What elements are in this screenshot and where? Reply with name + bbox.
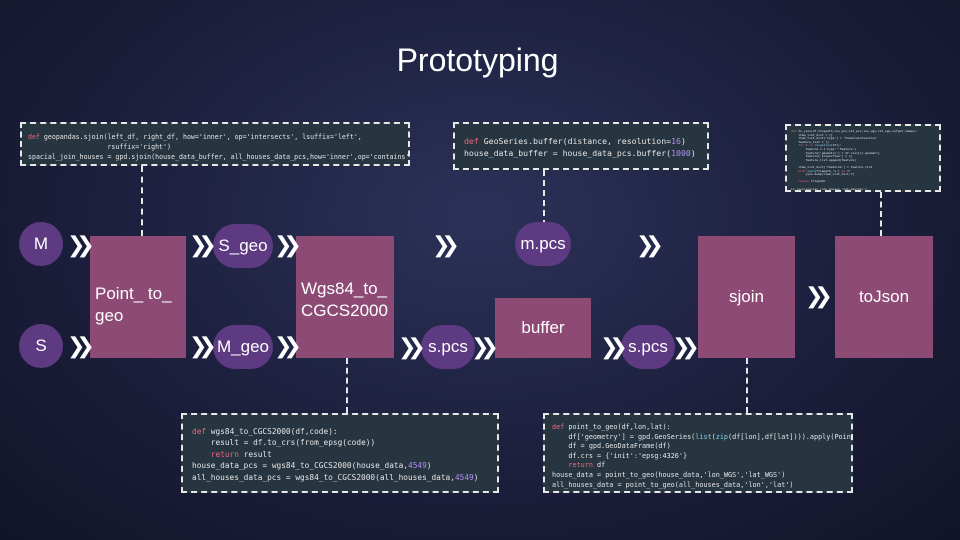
code-line: json.dump(item_list_dict,f) [805, 172, 855, 177]
arrow-icon: ❯❯ [672, 335, 700, 360]
code-line: feature_list = [] [798, 139, 829, 144]
arrow-icon: ❯❯ [471, 335, 499, 360]
code-line: return result [210, 449, 272, 459]
node-m: M [19, 222, 63, 266]
wgs84-label: Wgs84_to_ CGCS2000 [301, 279, 388, 320]
wgs84-code-connector [346, 358, 348, 413]
arrow-icon: ❯❯ [636, 233, 664, 258]
process-tojson: toJson [835, 236, 933, 358]
code-line: item_list_dict['features'] = feature_lis… [798, 164, 873, 169]
wgs84-code-snippet: def wgs84_to_CGCS2000(df,code): result =… [181, 413, 499, 493]
code-line: def to_json(df,filepath,lon_pcs,lat_pcs,… [791, 129, 918, 133]
process-point-to-geo: Point_ to_ geo [90, 236, 186, 358]
arrow-icon: ❯❯ [274, 334, 302, 359]
node-s: S [19, 324, 63, 368]
sjoin-code-snippet: def geopandas.sjoin(left_df, right_df, h… [20, 122, 410, 166]
code-line: to_json(spacial_join_houses,'out.geojson… [791, 186, 867, 191]
code-line: def wgs84_to_CGCS2000(df,code): [192, 427, 338, 436]
node-m-geo: M_geo [213, 325, 273, 369]
node-m-pcs: m.pcs [515, 222, 571, 266]
buffer-code-snippet: def GeoSeries.buffer(distance, resolutio… [453, 122, 709, 170]
code-line: df['geometry'] = gpd.GeoSeries(list(zip(… [568, 432, 853, 441]
node-s-pcs-2: s.pcs [621, 325, 675, 369]
buffer-code-connector [543, 170, 545, 226]
arrow-icon: ❯❯ [67, 233, 95, 258]
point-code-connector [746, 358, 748, 413]
tojson-code-connector [880, 192, 882, 236]
arrow-icon: ❯❯ [432, 233, 460, 258]
buffer-label: buffer [521, 318, 565, 337]
arrow-icon: ❯❯ [805, 284, 833, 309]
code-line: def GeoSeries.buffer(distance, resolutio… [464, 136, 686, 146]
code-line: def point_to_geo(df,lon,lat): [552, 423, 671, 431]
process-wgs84-to-cgcs2000: Wgs84_to_ CGCS2000 [296, 236, 394, 358]
arrow-icon: ❯❯ [398, 335, 426, 360]
code-line: all_houses_data_pcs = wgs84_to_CGCS2000(… [192, 472, 479, 482]
arrow-icon: ❯❯ [67, 334, 95, 359]
tojson-code-snippet: def to_json(df,filepath,lon_pcs,lat_pcs,… [785, 124, 941, 192]
arrow-icon: ❯❯ [189, 334, 217, 359]
code-line: feature['geometry'] = df.iloc[i].geometr… [805, 150, 880, 155]
code-line: house_data_buffer = house_data_pcs.buffe… [464, 148, 696, 158]
sjoin-label: sjoin [729, 287, 764, 306]
code-line: spacial_join_houses = gpd.sjoin(house_da… [28, 153, 410, 161]
node-s-pcs-1: s.pcs [421, 325, 475, 369]
code-line: house_data = point_to_geo(house_data,'lo… [552, 470, 786, 479]
code-line: for i in range(len(df)): [798, 143, 842, 148]
code-line: result = df.to_crs(from_epsg(code)) [210, 438, 376, 448]
process-sjoin: sjoin [698, 236, 795, 358]
arrow-icon: ❯❯ [600, 335, 628, 360]
code-line: output_names) [791, 191, 935, 192]
code-line: return df [568, 461, 606, 470]
code-line: item_list_dict = {} [798, 132, 833, 137]
process-buffer: buffer [495, 298, 591, 358]
code-line: rsuffix='right') [107, 143, 171, 151]
sjoin-code-connector [141, 166, 143, 236]
tojson-label: toJson [858, 287, 910, 306]
arrow-icon: ❯❯ [274, 233, 302, 258]
point-to-geo-label: Point_ to_ geo [95, 284, 172, 325]
code-line: with open(filepath,'w') as f: [798, 168, 851, 173]
page-title: Prototyping [396, 42, 559, 78]
point-to-geo-code-snippet: def point_to_geo(df,lon,lat): df['geomet… [543, 413, 853, 493]
code-line: item_list_dict['type'] = 'FeatureCollect… [798, 136, 878, 141]
arrow-icon: ❯❯ [189, 233, 217, 258]
code-line: feature['properties'] = {} [805, 154, 853, 159]
code-line: house_data_pcs = wgs84_to_CGCS2000(house… [192, 461, 432, 471]
code-line: all_houses_data = point_to_geo(all_house… [552, 480, 794, 489]
code-line: feature_list.append(feature) [805, 157, 857, 162]
code-line: df = gpd.GeoDataFrame(df) [568, 442, 671, 451]
code-line: def geopandas.sjoin(left_df, right_df, h… [28, 133, 362, 141]
node-s-geo: S_geo [213, 224, 273, 268]
code-line: feature = {'type':'Feature'} [805, 146, 857, 151]
code-line: df.crs = {'init':'epsg:4326'} [568, 451, 688, 460]
code-line: return filepath [798, 179, 826, 184]
